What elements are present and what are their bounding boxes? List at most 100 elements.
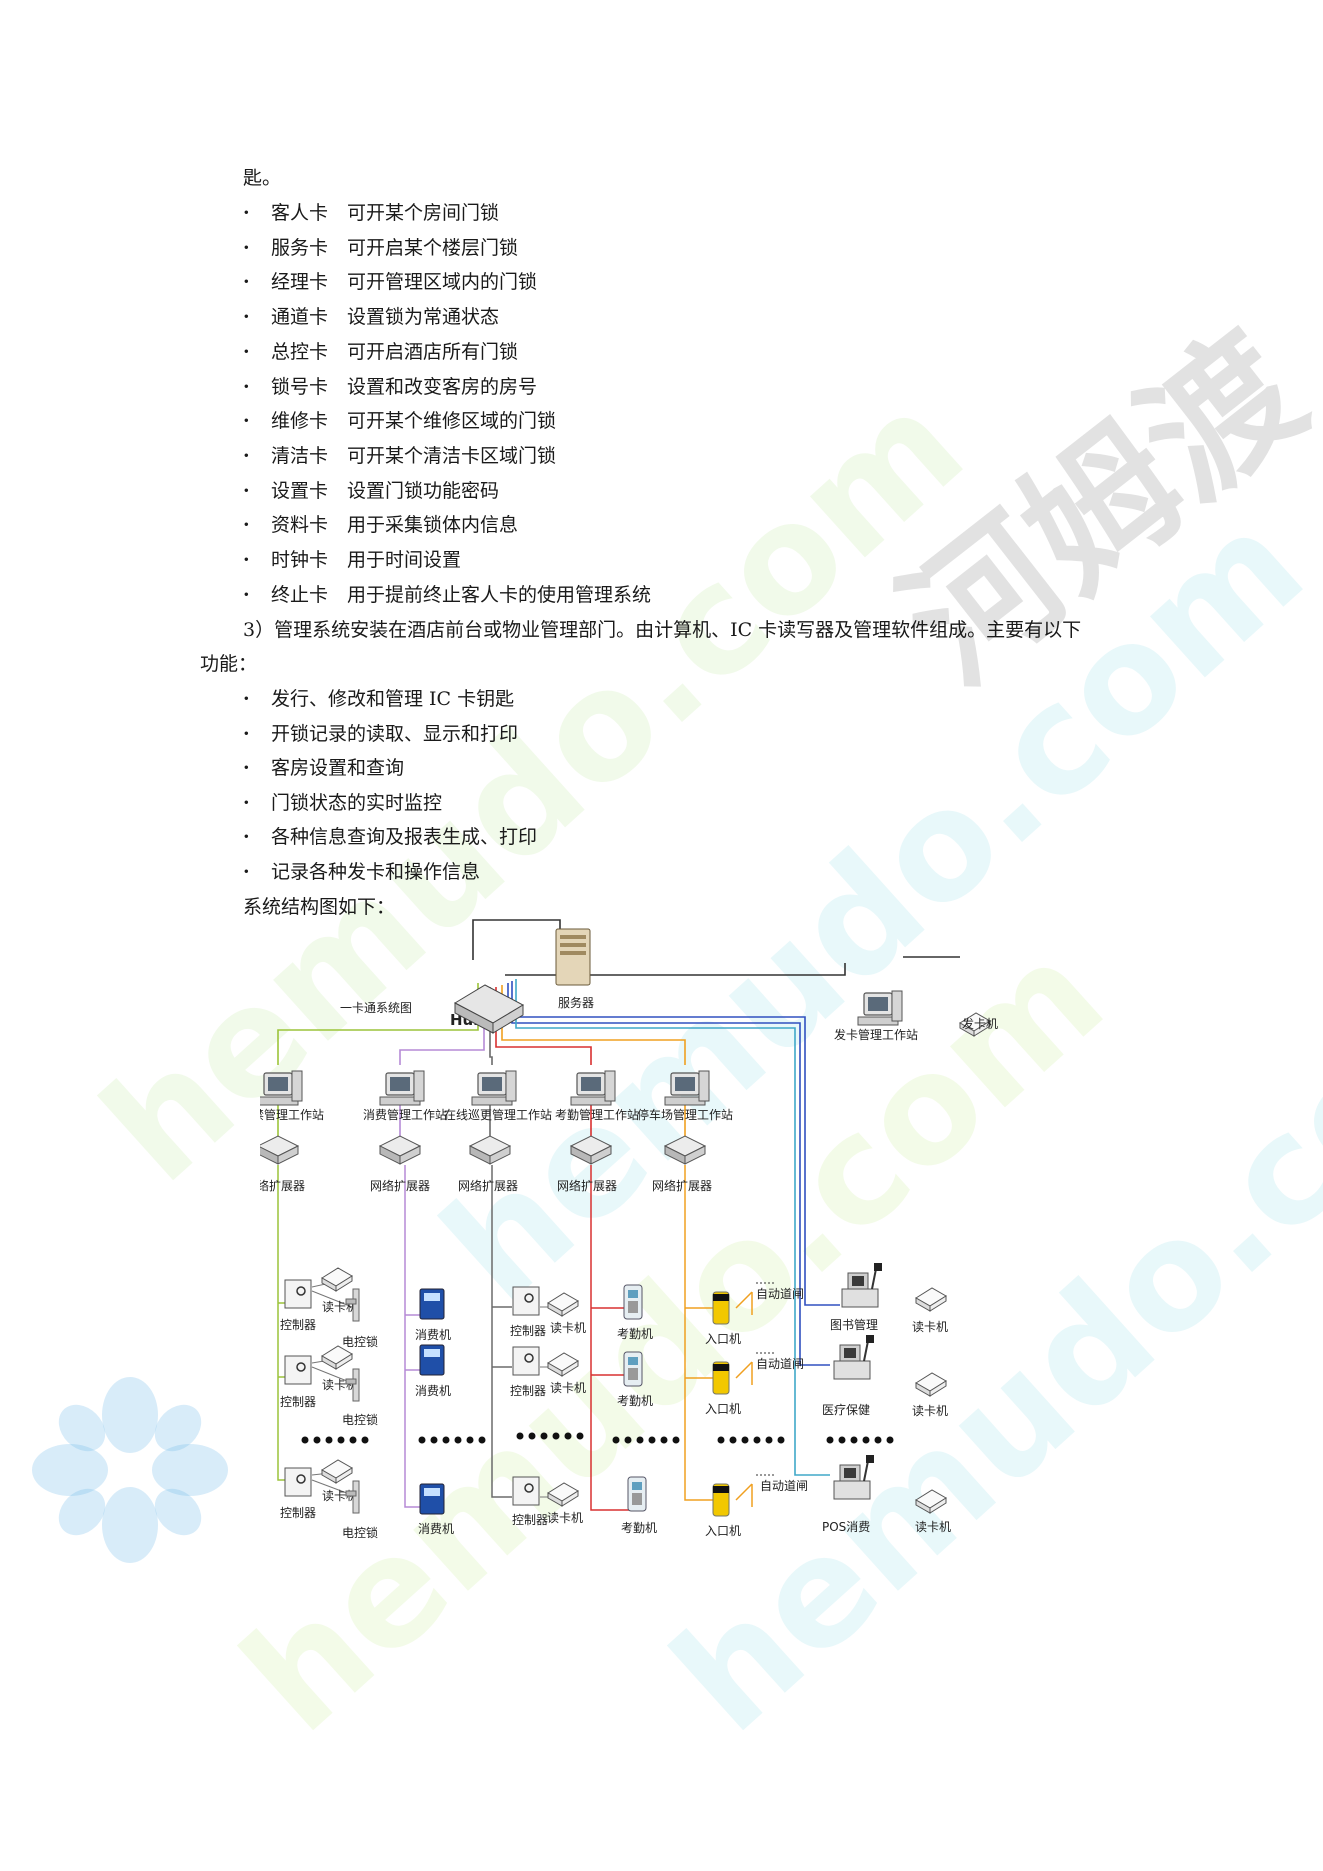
controller-label: 控制器: [510, 1324, 546, 1338]
card-item: ·经理卡可开管理区域内的门锁: [243, 270, 537, 294]
flower-logo-watermark: [32, 1377, 228, 1563]
computer-icon: [857, 990, 903, 1026]
card-reader-label: 读卡机: [912, 1404, 948, 1418]
card-desc: 用于时间设置: [347, 549, 462, 571]
card-item: ·锁号卡设置和改变客房的房号: [243, 375, 537, 399]
card-reader-label: 读卡机: [915, 1520, 951, 1534]
controller-icon: [512, 1476, 540, 1506]
extended-services-group: 图书管理 读卡机 医疗保健 读卡机 POS消费 读卡机: [822, 1262, 951, 1534]
structure-caption: 系统结构图如下：: [243, 896, 396, 918]
function-text: 门锁状态的实时监控: [271, 792, 443, 814]
controller-icon: [512, 1346, 540, 1376]
expander-label: 网络扩展器: [652, 1178, 712, 1193]
bullet: ·: [243, 202, 250, 224]
intro-end: 匙。: [243, 167, 282, 189]
issue-station-label: 发卡管理工作站: [834, 1027, 918, 1042]
entry-machine-label: 入口机: [705, 1524, 741, 1538]
card-term: 维修卡: [271, 410, 329, 432]
card-term: 终止卡: [271, 584, 329, 606]
entry-machine-icon: [712, 1291, 730, 1325]
card-reader-icon: [915, 1287, 947, 1312]
card-term: 资料卡: [271, 514, 329, 536]
function-text: 开锁记录的读取、显示和打印: [271, 723, 519, 745]
card-desc: 可开启某个楼层门锁: [347, 237, 519, 259]
attendance-machine-icon: [623, 1351, 643, 1387]
diagram-title: 一卡通系统图: [340, 1001, 412, 1015]
hub-switch-icon: [453, 984, 525, 1034]
card-item: ·设置卡设置门锁功能密码: [243, 479, 499, 503]
card-item: ·维修卡可开某个维修区域的门锁: [243, 409, 556, 433]
function-text: 各种信息查询及报表生成、打印: [271, 826, 538, 848]
library-label: 图书管理: [830, 1317, 878, 1332]
access-control-group: 控制器 读卡机 电控锁 控制器 读卡机 电控锁 控制器 读卡机 电控锁: [280, 1267, 378, 1540]
entry-machine-icon: [712, 1361, 730, 1395]
card-reader-icon: [547, 1482, 579, 1507]
card-term: 设置卡: [271, 480, 329, 502]
function-item: ·记录各种发卡和操作信息: [243, 860, 480, 884]
attendance-group: 考勤机 考勤机 考勤机: [617, 1284, 657, 1535]
auto-gate-label: 自动道闸: [760, 1479, 808, 1493]
ellipsis-dots: [301, 1432, 894, 1444]
controller-icon: [284, 1279, 312, 1309]
card-desc: 设置锁为常通状态: [347, 306, 500, 328]
library-terminal-icon: [841, 1262, 883, 1308]
pos-terminal-icon: [419, 1483, 445, 1515]
bullet: ·: [243, 376, 250, 398]
bullet: ·: [243, 757, 250, 779]
card-desc: 可开某个清洁卡区域门锁: [347, 445, 557, 467]
network-expander-icon: [469, 1135, 511, 1165]
bullet: ·: [243, 549, 250, 571]
electric-lock-label: 电控锁: [342, 1334, 378, 1349]
bullet: ·: [243, 584, 250, 606]
server-label: 服务器: [558, 995, 594, 1010]
attendance-label: 考勤机: [617, 1327, 653, 1341]
paragraph-3-line-2: 功能：: [200, 653, 258, 675]
bullet: ·: [243, 271, 250, 293]
function-item: ·发行、修改和管理 IC 卡钥匙: [243, 687, 514, 711]
card-term: 服务卡: [271, 237, 329, 259]
card-reader-label: 读卡机: [550, 1381, 586, 1395]
card-desc: 可开启酒店所有门锁: [347, 341, 519, 363]
electric-lock-label: 电控锁: [342, 1525, 378, 1540]
controller-icon: [284, 1467, 312, 1497]
medical-terminal-icon: [833, 1334, 875, 1380]
pos-terminal-label: 消费机: [418, 1522, 454, 1536]
card-term: 客人卡: [271, 202, 329, 224]
function-item: · 各种信息查询及报表生成、打印: [243, 825, 537, 849]
card-term: 清洁卡: [271, 445, 329, 467]
controller-icon: [284, 1355, 312, 1385]
function-item: ·开锁记录的读取、显示和打印: [243, 722, 518, 746]
card-reader-icon: [547, 1352, 579, 1377]
station-label: 门禁管理工作站: [260, 1107, 324, 1122]
attendance-label: 考勤机: [617, 1394, 653, 1408]
expander-label: 网络扩展器: [557, 1178, 617, 1193]
bullet: ·: [243, 826, 250, 848]
station-label: 消费管理工作站: [363, 1107, 447, 1122]
bullet: ·: [243, 306, 250, 328]
auto-gate-label: 自动道闸: [756, 1357, 804, 1371]
pos-label: POS消费: [822, 1520, 870, 1534]
expander-label: 网络扩展器: [260, 1178, 305, 1193]
computer-icon: [260, 1070, 303, 1106]
pos-terminal-icon: [419, 1344, 445, 1376]
card-desc: 可开某个维修区域的门锁: [347, 410, 557, 432]
medical-label: 医疗保健: [822, 1403, 870, 1417]
system-structure-diagram: 一卡通系统图 Hub 服务器 发卡管理工作站 发卡机 门禁管理工作站 消费管理工…: [260, 919, 998, 1540]
attendance-machine-icon: [623, 1284, 643, 1320]
card-term: 经理卡: [271, 271, 329, 293]
card-reader-label: 读卡机: [912, 1320, 948, 1334]
controller-label: 控制器: [512, 1513, 548, 1527]
bullet: ·: [243, 237, 250, 259]
station-label: 停车场管理工作站: [637, 1107, 733, 1122]
card-desc: 设置和改变客房的房号: [347, 376, 538, 398]
card-reader-icon: [321, 1345, 353, 1370]
station-label: 考勤管理工作站: [555, 1107, 639, 1122]
card-term: 时钟卡: [271, 549, 329, 571]
card-reader-icon: [321, 1267, 353, 1292]
card-reader-icon: [915, 1489, 947, 1514]
function-item: ·客房设置和查询: [243, 756, 404, 780]
card-term: 总控卡: [271, 341, 329, 363]
card-item: ·总控卡可开启酒店所有门锁: [243, 340, 518, 364]
pos-terminal-icon: [833, 1454, 875, 1500]
